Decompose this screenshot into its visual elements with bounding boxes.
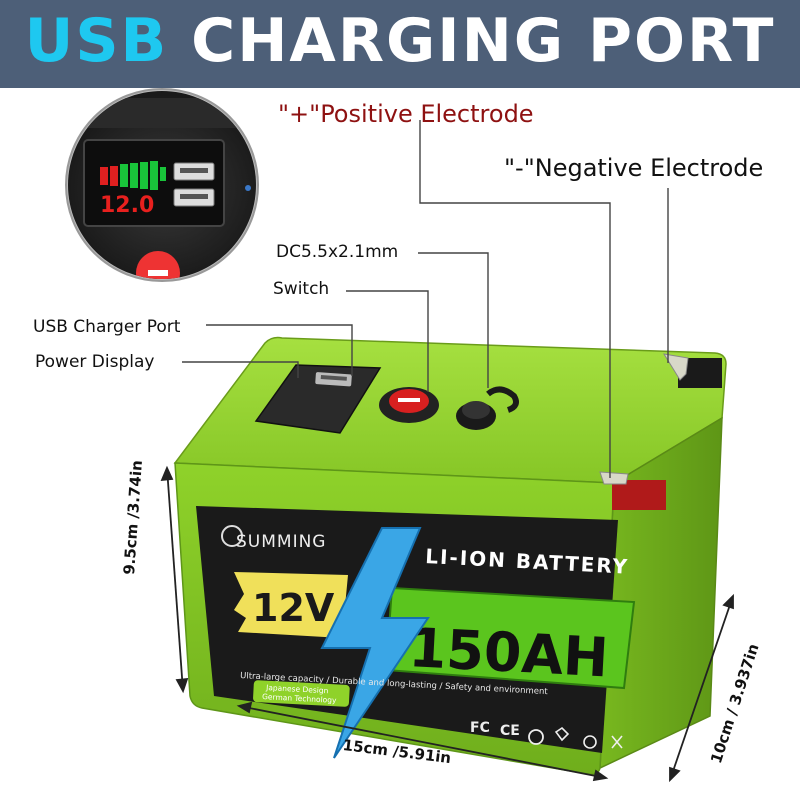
display-closeup-inset: 12.0 <box>65 88 259 282</box>
voltage-readout: 12.0 <box>100 193 154 218</box>
callout-lines <box>182 120 669 478</box>
recycle-icon <box>554 726 570 742</box>
title-banner: USB CHARGING PORT <box>0 0 800 88</box>
fc-mark: FC <box>470 720 490 736</box>
battery-level-bars <box>100 161 166 190</box>
power-switch <box>379 387 439 423</box>
usb-charger-port-label: USB Charger Port <box>33 317 181 337</box>
battery-illustration: 12.0 SUMMING LI-ION BATTERY 12V <box>65 88 734 783</box>
badge-line-1: Japanese Design <box>265 683 329 695</box>
title-rest: CHARGING PORT <box>168 6 776 76</box>
dc-port-label: DC5.5x2.1mm <box>276 242 399 262</box>
certification-icons: FC CE <box>470 720 623 749</box>
power-display-label: Power Display <box>35 352 155 372</box>
switch-label: Switch <box>273 279 330 299</box>
no-fire-icon <box>583 735 597 749</box>
positive-electrode-label: "+"Positive Electrode <box>278 100 534 128</box>
usb-display-panel <box>254 364 382 434</box>
voltage-label: 12V <box>252 586 335 630</box>
positive-terminal <box>599 471 666 510</box>
badge-line-2: German Technology <box>262 692 337 705</box>
product-photo: 12.0 SUMMING LI-ION BATTERY 12V <box>0 88 800 800</box>
capacity-label: 150AH <box>407 616 610 689</box>
dimension-arrows <box>160 465 734 783</box>
dc-port <box>456 386 519 430</box>
weee-bin-icon <box>611 735 623 749</box>
brand-name: SUMMING <box>236 532 326 552</box>
negative-terminal <box>662 353 722 388</box>
page-title: USB CHARGING PORT <box>0 6 800 76</box>
lightning-bolt-icon <box>320 527 430 759</box>
title-accent: USB <box>24 6 169 76</box>
no-mercury-icon <box>528 729 544 745</box>
ce-mark: CE <box>500 723 520 739</box>
negative-electrode-label: "-"Negative Electrode <box>504 154 764 182</box>
